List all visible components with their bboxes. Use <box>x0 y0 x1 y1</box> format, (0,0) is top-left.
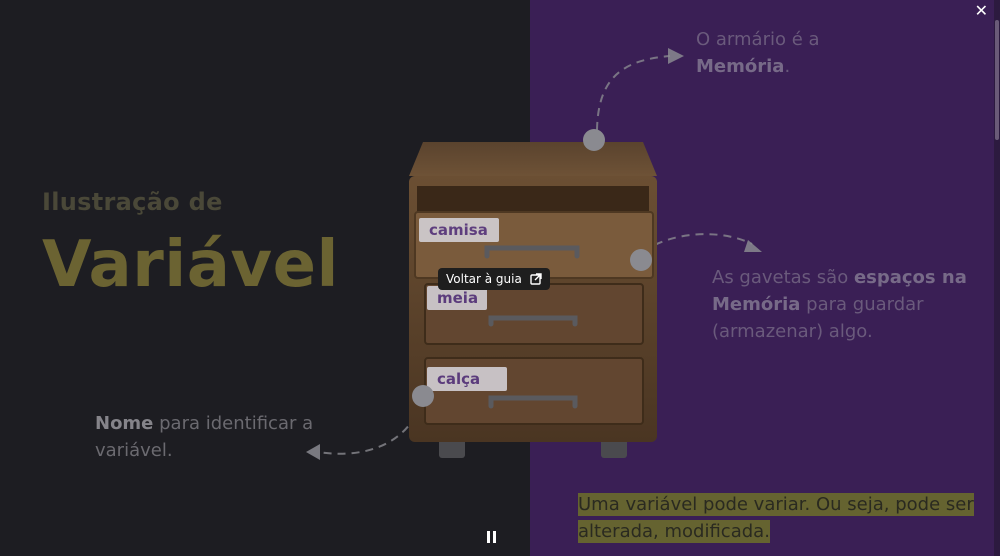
arrow-name <box>317 401 422 455</box>
drawer-3-handle <box>488 395 578 409</box>
note-drawers: As gavetas são espaços na Memória para g… <box>712 264 974 345</box>
note-drawers-end: para guardar (armazenar) algo. <box>712 294 924 342</box>
slide-title: Variável <box>42 228 339 302</box>
note-drawers-bold: espaços na Memória <box>712 267 967 315</box>
scrollbar[interactable] <box>994 0 1000 556</box>
note-name: Nome para identificar a variável. <box>95 410 335 464</box>
drawer-tag-meia: meia <box>427 286 487 310</box>
scrollbar-thumb[interactable] <box>995 20 999 140</box>
note-memory: O armário é a Memória. <box>696 26 820 80</box>
slide-subtitle: Ilustração de <box>42 188 223 216</box>
highlight-text: Uma variável pode variar. Ou seja, pode … <box>578 491 978 545</box>
drawer-1-handle <box>484 245 580 259</box>
drawer-tag-calca: calça <box>427 367 507 391</box>
marker-dot-memory <box>583 129 605 151</box>
pause-icon[interactable] <box>486 531 498 543</box>
arrow-memory <box>596 55 671 131</box>
note-memory-text: O armário é a <box>696 29 820 50</box>
drawer-2-handle <box>488 315 578 327</box>
arrowhead-name <box>306 444 320 460</box>
external-link-icon[interactable] <box>530 273 542 285</box>
note-name-bold: Nome <box>95 413 154 434</box>
close-button[interactable]: ✕ <box>974 1 988 20</box>
cabinet-top <box>409 142 657 176</box>
note-drawers-text: As gavetas são <box>712 267 854 288</box>
cabinet-foot-left <box>439 438 465 458</box>
note-memory-bold: Memória <box>696 56 785 77</box>
arrow-drawers <box>642 233 753 253</box>
back-to-tab-label: Voltar à guia <box>446 272 522 286</box>
marker-dot-name <box>412 385 434 407</box>
marker-dot-drawers <box>630 249 652 271</box>
cabinet-foot-right <box>601 438 627 458</box>
arrowhead-drawers <box>744 240 762 252</box>
back-to-tab-tooltip[interactable]: Voltar à guia <box>438 268 550 290</box>
note-name-text: para identificar a variável. <box>95 413 314 461</box>
note-memory-end: . <box>784 56 791 77</box>
drawer-tag-camisa: camisa <box>419 218 499 242</box>
arrowhead-memory <box>668 48 684 64</box>
